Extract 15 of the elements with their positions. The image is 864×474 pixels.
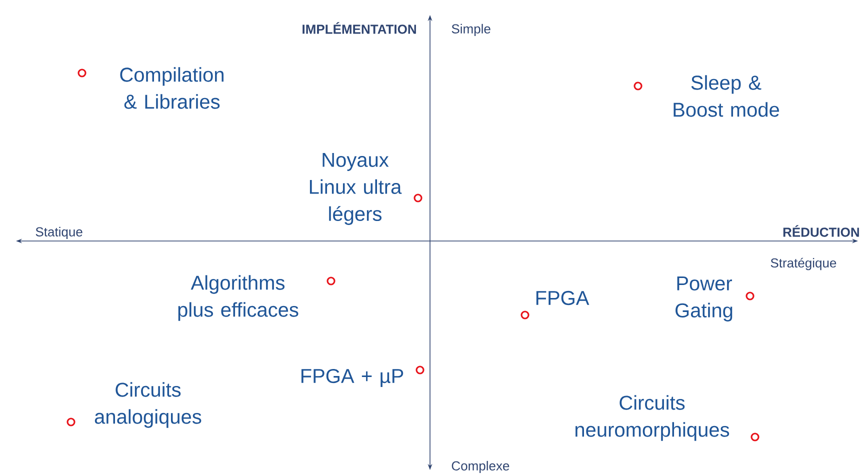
- axis-label: Simple: [452, 24, 490, 36]
- point-label: Power Gating: [676, 276, 732, 322]
- point-label: Circuits analogiques: [94, 382, 202, 428]
- point-label: FPGA: [536, 290, 590, 306]
- point-label: Compilation & Libraries: [120, 67, 224, 109]
- axis-label: Statique: [36, 226, 82, 240]
- point-label: FPGA + µP: [301, 368, 404, 388]
- axis-title: RÉDUCTION: [783, 225, 859, 237]
- axis-label: Complexe: [452, 460, 510, 474]
- point-label: Noyaux Linux ultra légers: [310, 153, 402, 225]
- point-label: Algorithms plus efficaces: [178, 275, 298, 321]
- point-label: Sleep & Boost mode: [674, 75, 780, 117]
- axis-label: Stratégique: [770, 258, 836, 270]
- point-label: Circuits neuromorphiques: [576, 395, 730, 441]
- axis-title: IMPLÉMENTATION: [302, 22, 416, 34]
